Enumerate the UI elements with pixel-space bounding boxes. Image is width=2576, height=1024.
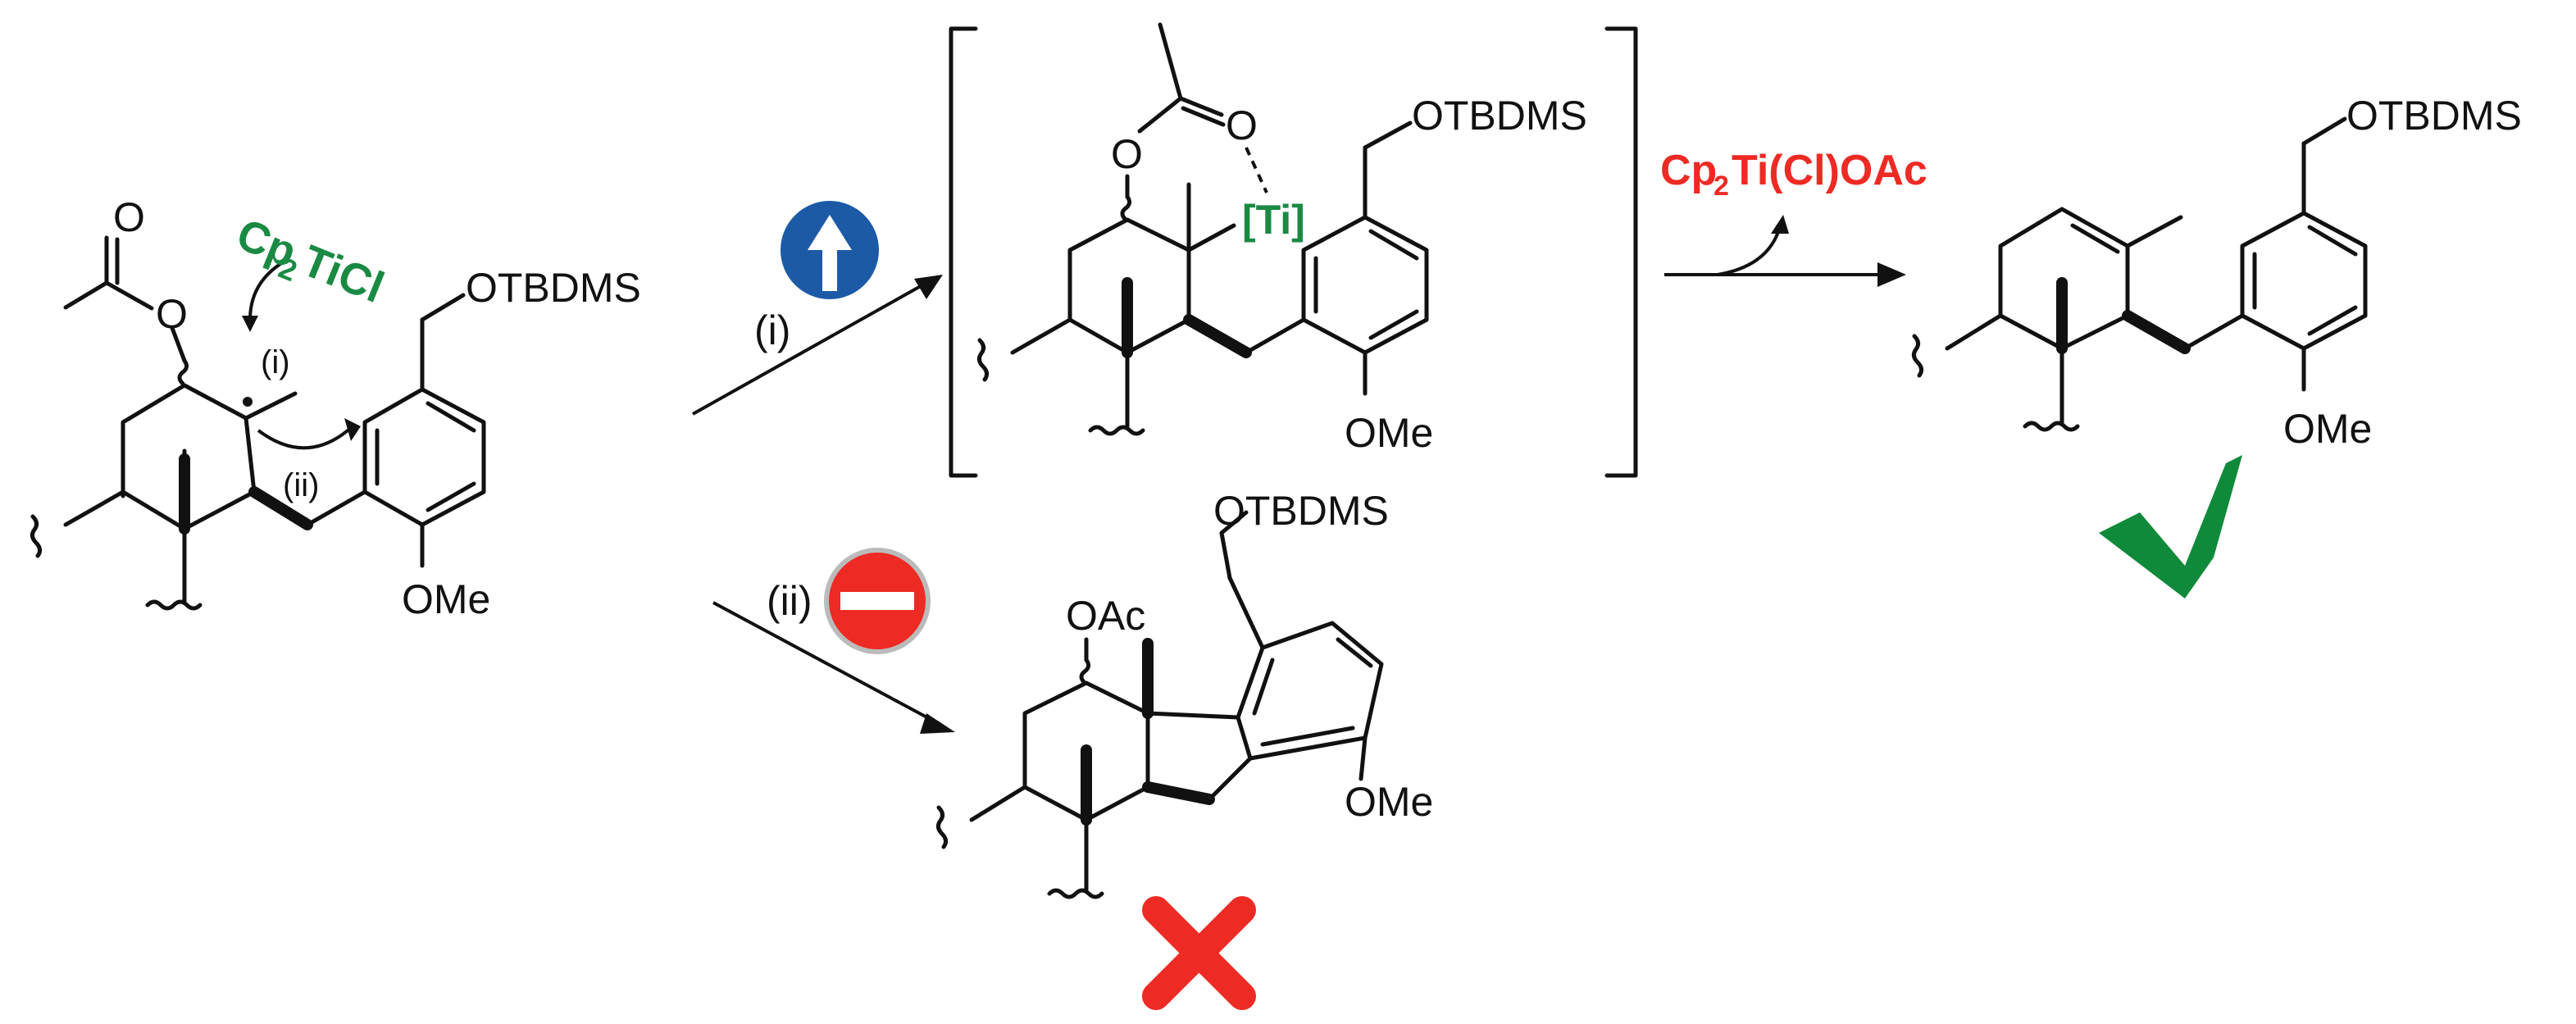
- checkmark-icon: [2099, 455, 2242, 598]
- step-ii-label: (ii): [767, 578, 812, 624]
- otbdms-label-1: OTBDMS: [466, 265, 641, 311]
- otbdms-label-4: OTBDMS: [1213, 488, 1389, 534]
- up-arrow-icon: [781, 201, 879, 299]
- ester-o-label-2: O: [1111, 131, 1143, 177]
- oac-label: OAc: [1066, 593, 1145, 639]
- elimination-step: Cp 2 Ti(Cl)OAc: [1660, 147, 1927, 287]
- carbonyl-o-label: O: [113, 194, 145, 240]
- step-ii-label-curl: (ii): [283, 467, 319, 503]
- ome-label-4: OMe: [1345, 779, 1433, 825]
- ome-label-2: OMe: [1345, 410, 1433, 456]
- step-i-label: (i): [754, 307, 790, 353]
- ester-o-label: O: [156, 291, 188, 337]
- reagent-ticl: TiCl: [295, 236, 390, 312]
- pathway-ii: (ii): [712, 548, 955, 734]
- step-i-label-curl: (i): [261, 344, 290, 380]
- starting-material: O O OTBDMS OMe: [30, 194, 641, 622]
- byproduct-cp: Cp: [1660, 147, 1717, 194]
- no-entry-icon: [824, 548, 931, 654]
- alkene-product: OTBDMS OMe: [1911, 93, 2522, 452]
- pathway-i: (i): [692, 201, 943, 416]
- acyl-o-label: O: [1226, 102, 1258, 148]
- cross-icon: [1142, 896, 1256, 1010]
- titanium-intermediate: O O [Ti] OTBDMS OMe: [949, 22, 1638, 478]
- titanium-byproduct: Cp 2 Ti(Cl)OAc: [1660, 147, 1927, 202]
- byproduct-sub: 2: [1714, 171, 1729, 202]
- otbdms-label-2: OTBDMS: [1412, 93, 1587, 139]
- cyclized-side-product: OAc OTBDMS OMe: [935, 488, 1433, 899]
- otbdms-label-3: OTBDMS: [2346, 93, 2522, 139]
- byproduct-rest: Ti(Cl)OAc: [1732, 147, 1927, 194]
- ome-label-3: OMe: [2283, 406, 2372, 452]
- ome-label-1: OMe: [402, 576, 490, 622]
- ti-label: [Ti]: [1242, 197, 1305, 243]
